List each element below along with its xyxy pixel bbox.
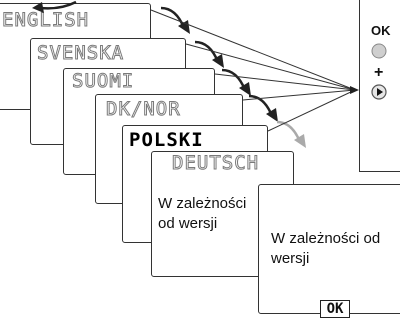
menu-label-suomi: SUOMI xyxy=(71,70,135,92)
menu-label-english: ENGLISH xyxy=(1,9,90,31)
menu-label-polski: POLSKI xyxy=(129,129,204,151)
menu-label-deutsch: DEUTSCH xyxy=(171,152,260,174)
menu-label-dk-nor: DK/NOR xyxy=(106,98,181,120)
remote-control: OK + xyxy=(359,0,400,172)
ok-confirm-button[interactable]: OK xyxy=(320,300,350,318)
next-button-icon[interactable] xyxy=(370,83,388,101)
remote-plus-label: + xyxy=(374,64,384,81)
version-note-secondary: W zależności od wersji xyxy=(271,230,381,267)
menu-label-svenska: SVENSKA xyxy=(36,42,125,64)
next-step-arrow-2-icon xyxy=(194,40,224,68)
next-step-arrow-5-icon xyxy=(276,120,306,148)
next-step-arrow-4-icon xyxy=(248,94,278,122)
next-step-arrow-3-icon xyxy=(221,68,251,96)
next-step-arrow-1-icon xyxy=(160,6,190,34)
version-note: W zależności od wersji xyxy=(158,195,247,232)
ok-button-icon[interactable] xyxy=(370,42,388,60)
wrap-around-arrow-icon xyxy=(32,0,77,13)
version-note-card: W zależności od wersji xyxy=(258,184,400,314)
remote-ok-label: OK xyxy=(371,23,391,38)
